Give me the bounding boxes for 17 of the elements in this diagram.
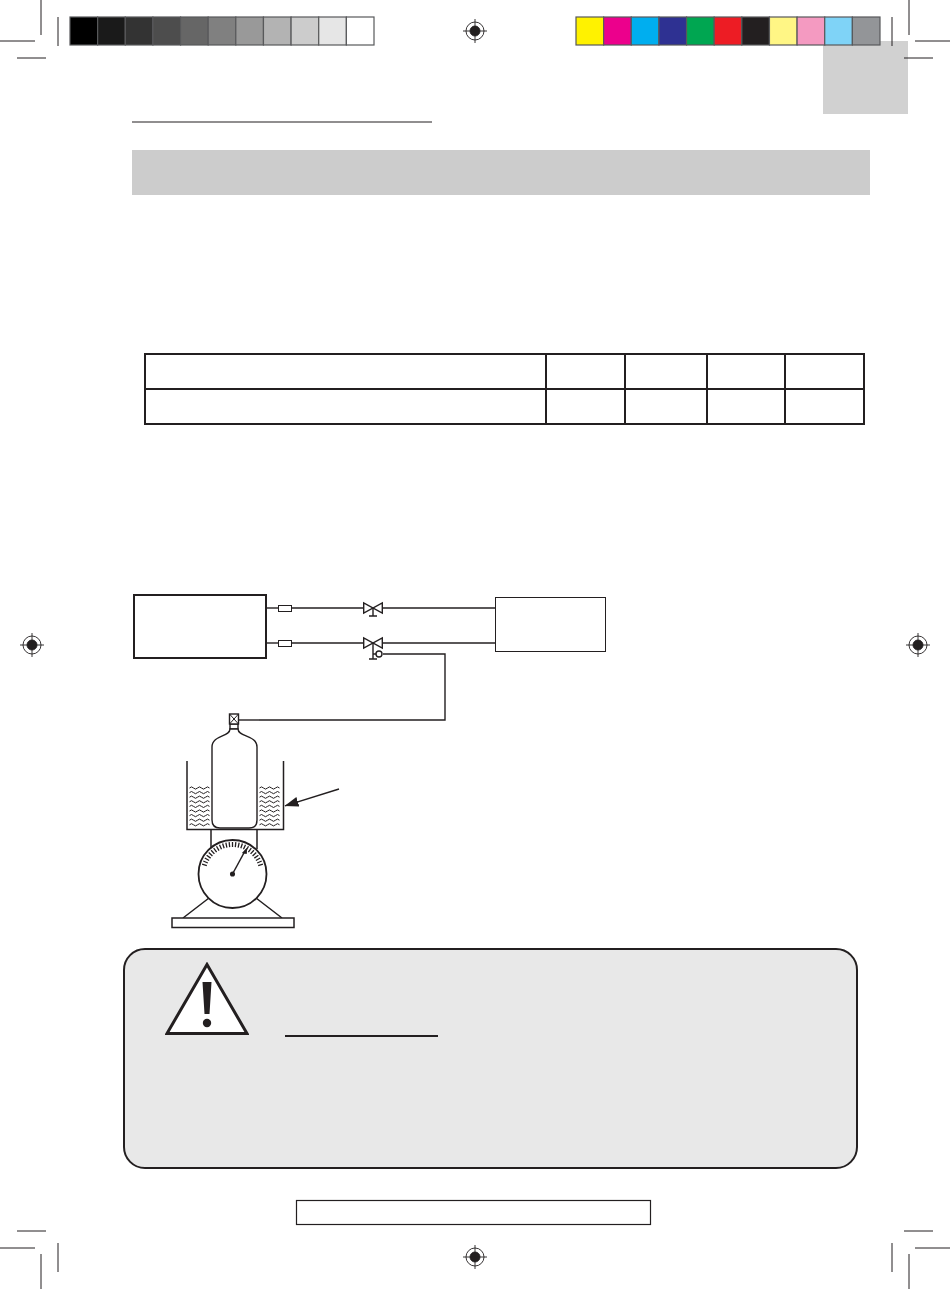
pipe-line [382,607,496,609]
hose-line [258,653,446,721]
valve-icon [363,602,383,618]
fitting-icon [278,605,292,612]
pipe-line [291,642,364,644]
water-bath-drawing [186,761,285,831]
pipe-line [291,607,364,609]
gas-cylinder-drawing [210,713,259,830]
unit-box [133,594,267,659]
weighing-scale [171,829,295,929]
unit-box [495,597,606,652]
valve-icon [363,637,383,661]
pipe-line [382,642,496,644]
pipe-line [266,642,279,644]
arrow [284,788,340,807]
pipe-line [266,607,279,609]
fitting-icon [278,640,292,647]
